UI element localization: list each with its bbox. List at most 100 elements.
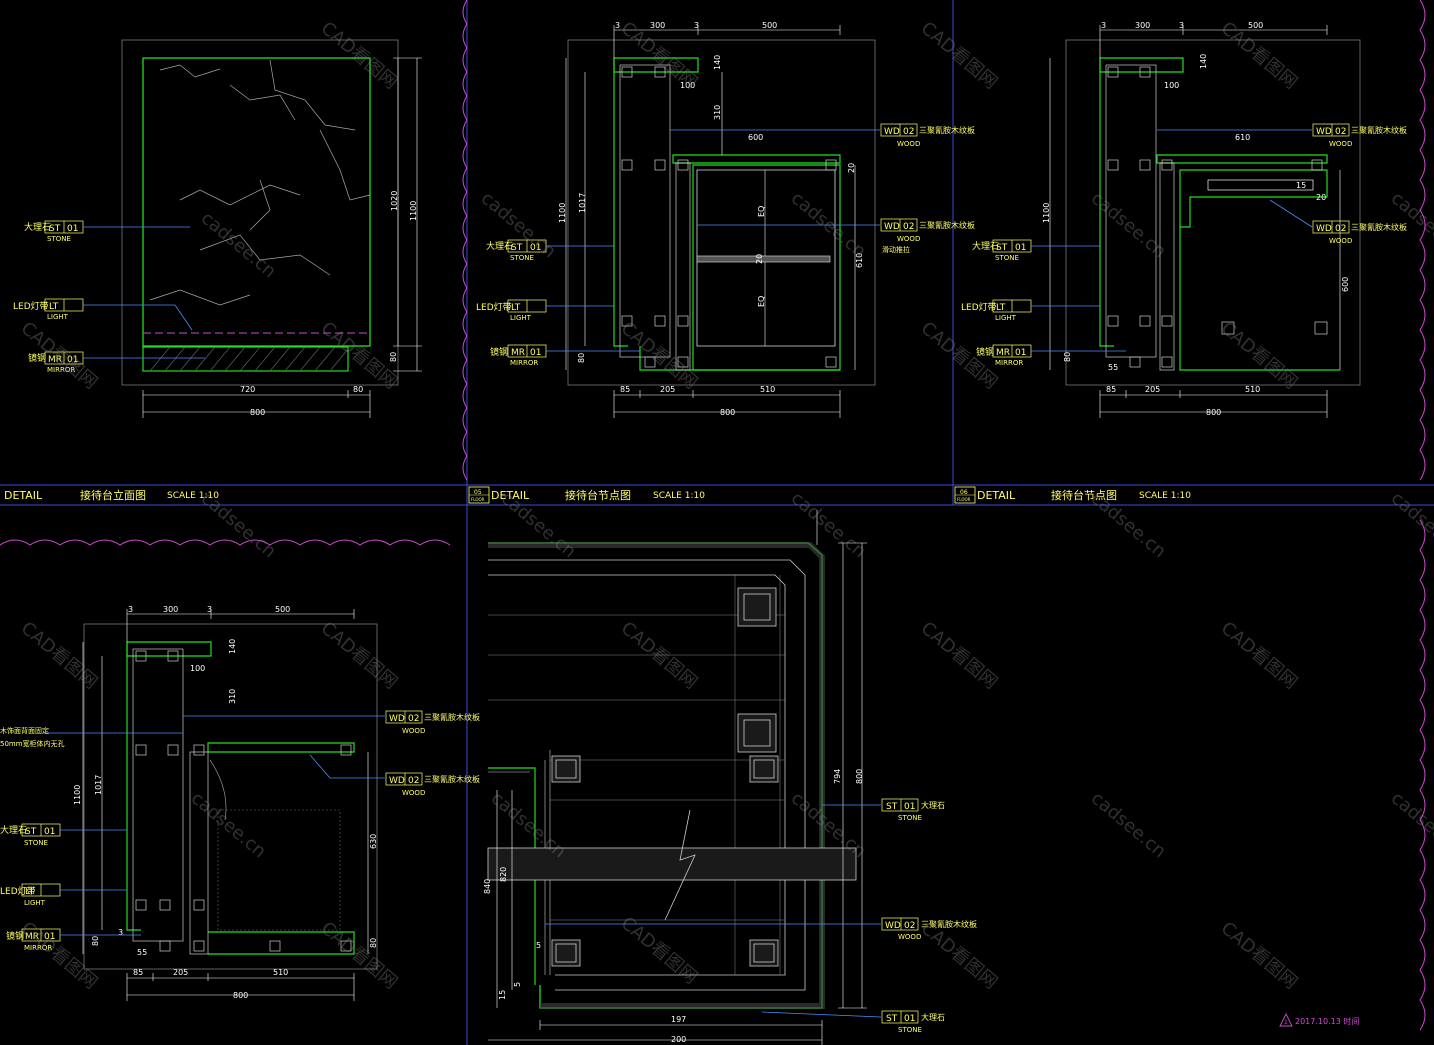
- material-tag-wood-cabinet[interactable]: WD 02 三聚氰胺木纹板 WOOD: [309, 754, 480, 797]
- svg-text:5: 5: [513, 982, 522, 987]
- material-tag-mirror[interactable]: 镜钢 MR 01 MIRROR: [6, 928, 141, 952]
- svg-text:15: 15: [498, 990, 507, 1000]
- svg-text:WOOD: WOOD: [402, 789, 425, 797]
- svg-text:ST: ST: [996, 243, 1008, 253]
- svg-text:800: 800: [855, 769, 864, 784]
- svg-text:WD: WD: [1316, 127, 1332, 137]
- svg-text:500: 500: [762, 21, 777, 30]
- svg-text:3: 3: [694, 21, 699, 30]
- svg-text:WD: WD: [389, 776, 405, 786]
- frame-members: [1105, 64, 1328, 371]
- detail-label: DETAIL: [977, 489, 1016, 502]
- view-name: 接待台立面图: [80, 488, 146, 502]
- view-elevation[interactable]: 720 80 800 1020 1100 80 大理石 ST 01 STONE …: [13, 39, 422, 418]
- svg-text:木饰面背面固定: 木饰面背面固定: [0, 726, 49, 735]
- svg-text:02: 02: [1335, 127, 1346, 137]
- view-section-bottom-left[interactable]: 3 300 3 500 85 205 510 800 1100 1017 80 …: [0, 605, 480, 1001]
- view-scale: SCALE 1:10: [653, 491, 705, 501]
- material-tag-light[interactable]: LED灯带 LT LIGHT: [961, 299, 1100, 322]
- material-tag-stone[interactable]: 大理石 ST 01 STONE: [0, 823, 127, 847]
- svg-text:01: 01: [530, 348, 541, 358]
- material-tag-light[interactable]: LED灯带 LT LIGHT: [476, 299, 614, 322]
- svg-text:镜钢: 镜钢: [976, 346, 994, 358]
- material-tag-light[interactable]: LED灯带 LT LIGHT: [13, 298, 193, 331]
- material-tag-wood-top[interactable]: WD 02 三聚氰胺木纹板 WOOD: [183, 710, 480, 735]
- title-bar-section-05[interactable]: 05 FLOOR DETAIL 接待台节点图 SCALE 1:10: [468, 486, 705, 504]
- view-border: [1065, 39, 1361, 386]
- svg-text:80: 80: [577, 353, 586, 363]
- svg-text:cadsee.cn: cadsee.cn: [787, 488, 870, 563]
- svg-text:600: 600: [748, 133, 763, 142]
- revision-mark[interactable]: 1 2017.10.13 时间: [1279, 1012, 1359, 1027]
- svg-text:840: 840: [483, 879, 492, 894]
- svg-text:794: 794: [833, 769, 842, 784]
- svg-text:CAD看图网: CAD看图网: [1217, 618, 1302, 694]
- dim-width-plinth: 80: [353, 385, 363, 394]
- svg-text:205: 205: [173, 968, 188, 977]
- title-bar-section-06[interactable]: 06 FLOOR DETAIL 接待台节点图 SCALE 1:10: [954, 486, 1191, 504]
- view-section-05[interactable]: 3 300 3 500 85 205 510 800 1100 1017 80 …: [476, 21, 975, 418]
- svg-text:LT: LT: [49, 302, 59, 312]
- svg-text:300: 300: [1135, 21, 1150, 30]
- svg-text:LIGHT: LIGHT: [510, 314, 532, 322]
- material-tag-mirror[interactable]: 镜钢 MR 01 MIRROR: [28, 351, 205, 374]
- view-section-06[interactable]: 3 300 3 500 85 205 510 800 1100 80 55 61…: [961, 21, 1407, 418]
- svg-text:CAD看图网: CAD看图网: [317, 918, 402, 994]
- view-name: 接待台节点图: [565, 488, 631, 502]
- svg-text:500: 500: [1248, 21, 1263, 30]
- svg-text:三聚氰胺木纹板: 三聚氰胺木纹板: [1351, 222, 1407, 232]
- material-tag-stone[interactable]: 大理石 ST 01 STONE: [24, 220, 190, 243]
- svg-text:镜钢: 镜钢: [28, 352, 46, 364]
- detail-outline: [488, 542, 825, 1009]
- dim-width-stone: 720: [240, 385, 255, 394]
- svg-text:MIRROR: MIRROR: [24, 944, 52, 952]
- view-plan-detail[interactable]: 794 800 820 840 15 5 5 197 200 ST 01 大理石…: [483, 510, 977, 1045]
- material-tag-wood-top[interactable]: WD 02 三聚氰胺木纹板 WOOD: [1157, 123, 1407, 148]
- svg-text:1100: 1100: [558, 203, 567, 223]
- svg-text:800: 800: [1206, 408, 1221, 417]
- svg-text:140: 140: [228, 639, 237, 654]
- view-border: [121, 39, 399, 386]
- dim-height-stone: 1020: [390, 191, 399, 211]
- title-bar-elevation[interactable]: DETAIL 接待台立面图 SCALE 1:10: [4, 488, 219, 502]
- material-tag-wood-cabinet[interactable]: WD 02 三聚氰胺木纹板 WOOD: [697, 218, 975, 243]
- svg-text:大理石: 大理石: [486, 240, 513, 252]
- svg-text:01: 01: [904, 802, 915, 812]
- frame-members: [619, 64, 837, 371]
- svg-text:镜钢: 镜钢: [6, 930, 24, 942]
- svg-text:01: 01: [530, 243, 541, 253]
- frame-members: [132, 648, 352, 955]
- material-tag-stone[interactable]: 大理石 ST 01 STONE: [972, 239, 1100, 262]
- svg-text:20: 20: [847, 163, 856, 173]
- svg-text:200: 200: [671, 1035, 686, 1044]
- svg-text:MR: MR: [996, 348, 1010, 358]
- svg-text:55: 55: [1108, 363, 1118, 372]
- svg-text:140: 140: [1199, 54, 1208, 69]
- material-tag-stone[interactable]: ST 01 大理石 STONE: [822, 798, 945, 822]
- material-tag-stone-bottom[interactable]: ST 01 大理石 STONE: [761, 1010, 945, 1034]
- material-tag-wood-cabinet[interactable]: WD 02 三聚氰胺木纹板 WOOD: [1269, 199, 1407, 245]
- material-tag-light[interactable]: LED灯带 LT LIGHT: [0, 883, 127, 907]
- svg-text:CAD看图网: CAD看图网: [317, 18, 402, 94]
- svg-text:cadsee.cn: cadsee.cn: [1387, 488, 1434, 563]
- svg-text:MIRROR: MIRROR: [47, 366, 75, 374]
- svg-text:cadsee.cn: cadsee.cn: [187, 788, 270, 863]
- svg-text:510: 510: [760, 385, 775, 394]
- svg-text:1017: 1017: [94, 775, 103, 795]
- material-tag-wood-top[interactable]: WD 02 三聚氰胺木纹板 WOOD: [670, 123, 975, 148]
- material-tag-mirror[interactable]: 镜钢 MR 01 MIRROR: [976, 344, 1126, 367]
- svg-text:WOOD: WOOD: [898, 933, 921, 941]
- section05-dimensions: [565, 25, 856, 418]
- svg-text:01: 01: [1015, 348, 1026, 358]
- svg-text:WD: WD: [1316, 224, 1332, 234]
- view-name: 接待台节点图: [1051, 488, 1117, 502]
- material-tag-mirror[interactable]: 镜钢 MR 01 MIRROR: [490, 344, 640, 367]
- material-tag-stone[interactable]: 大理石 ST 01 STONE: [486, 239, 614, 262]
- revision-triangle-icon: [1279, 1012, 1293, 1027]
- svg-text:三聚氰胺木纹板: 三聚氰胺木纹板: [921, 919, 977, 929]
- material-tag-wood[interactable]: WD 02 三聚氰胺木纹板 WOOD: [545, 917, 977, 941]
- svg-text:WOOD: WOOD: [1329, 237, 1352, 245]
- svg-text:LIGHT: LIGHT: [47, 313, 69, 321]
